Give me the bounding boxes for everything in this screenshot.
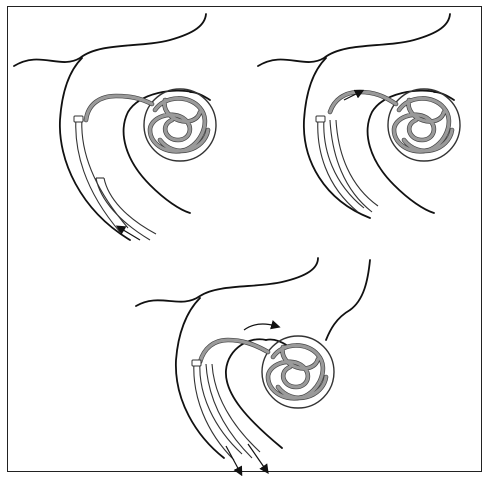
vessel-outer-wall (304, 58, 370, 218)
catheter-marker (74, 116, 83, 122)
aneurysm-neck (190, 92, 210, 100)
coil-delivery-wire (330, 92, 396, 112)
vessel-upper-wall (258, 14, 450, 66)
detach-arrow (244, 324, 276, 330)
panel-bottom (136, 258, 370, 472)
guide-catheter-left (96, 178, 150, 240)
vessel-upper-right-wall (326, 260, 370, 340)
withdraw-arrow (120, 228, 140, 240)
aneurysm-neck (434, 92, 454, 100)
vessel-upper-wall (136, 258, 318, 306)
microcatheter-right (324, 118, 364, 208)
vessel-upper-wall (14, 14, 206, 66)
catheter-marker (192, 360, 201, 366)
panel-top-left (14, 14, 216, 240)
guide-catheter-left (206, 364, 252, 458)
panel-top-right (258, 14, 460, 218)
catheter-marker (316, 116, 325, 122)
vessel-outer-wall (60, 58, 130, 240)
coil-delivery-wire-outline (330, 92, 396, 112)
guide-catheter-right (212, 364, 260, 452)
guide-catheter-right (336, 120, 378, 206)
